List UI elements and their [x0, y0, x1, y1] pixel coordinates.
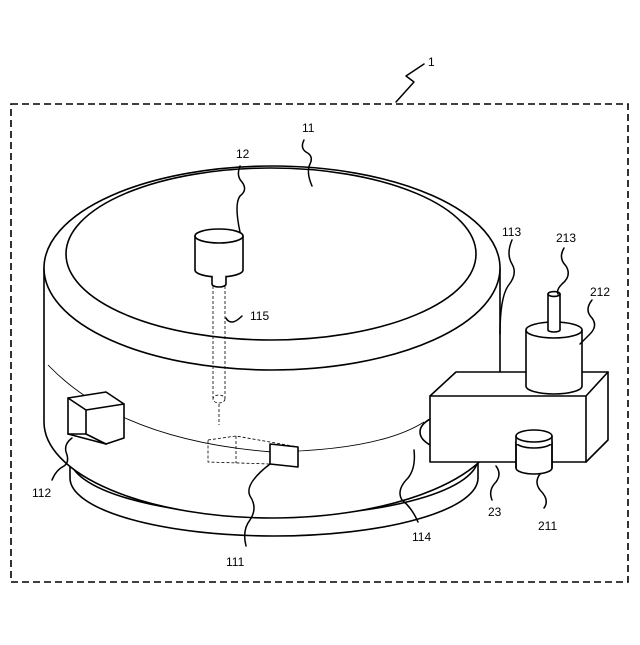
- leader-213: [558, 248, 569, 294]
- port-112: [68, 392, 124, 444]
- label-11: 11: [302, 121, 315, 135]
- part-211: [516, 430, 552, 474]
- label-212: 212: [590, 285, 610, 299]
- top-surface: [66, 168, 476, 340]
- label-23: 23: [488, 505, 502, 519]
- main-body: [44, 166, 500, 536]
- unit-12-nozzle: [212, 276, 226, 287]
- label-114: 114: [412, 530, 431, 544]
- unit-12-top: [195, 229, 243, 243]
- label-111: 111: [226, 555, 245, 569]
- leader-1: [396, 64, 424, 102]
- label-115: 115: [250, 309, 269, 323]
- leader-211: [537, 474, 546, 508]
- label-213: 213: [556, 231, 576, 245]
- label-1: 1: [428, 55, 435, 69]
- part-213: [548, 292, 560, 332]
- label-113: 113: [502, 225, 521, 239]
- leader-113: [500, 240, 514, 334]
- label-12: 12: [236, 147, 250, 161]
- label-112: 112: [32, 486, 51, 500]
- label-211: 211: [538, 519, 557, 533]
- leader-23: [491, 466, 499, 500]
